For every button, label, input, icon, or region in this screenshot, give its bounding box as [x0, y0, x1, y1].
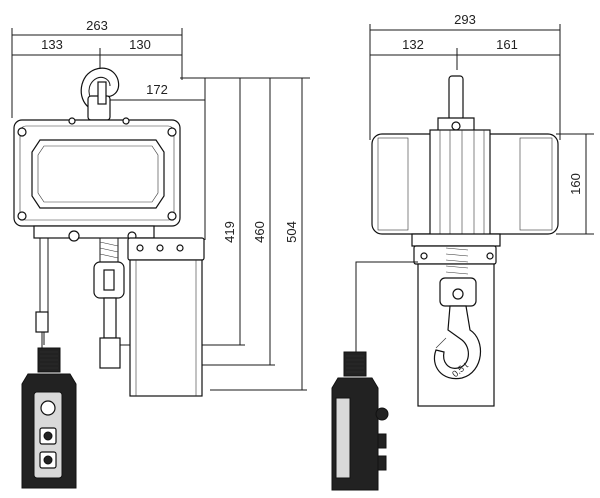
- side-top-hook: [437, 75, 475, 135]
- dim-front-height-504: 504: [284, 221, 299, 243]
- side-top-dimensions: 293 132 161 160: [369, 12, 594, 235]
- dim-front-height-419: 419: [222, 221, 237, 243]
- front-pendant-control: [21, 347, 77, 489]
- pendant-stop-button-icon: [40, 400, 56, 416]
- front-top-dimensions: 263 133 130 172: [11, 18, 206, 240]
- dim-front-height-460: 460: [252, 221, 267, 243]
- side-motor-housing: [371, 129, 559, 247]
- dim-front-total-width: 263: [86, 18, 108, 33]
- front-motor-housing: [13, 117, 181, 242]
- side-pendant-up-button-icon: [377, 433, 387, 449]
- dim-front-hook-offset: 172: [146, 82, 168, 97]
- dim-side-left-width: 132: [402, 37, 424, 52]
- dim-side-total-width: 293: [454, 12, 476, 27]
- front-cable: [35, 238, 49, 348]
- front-top-hook: [80, 67, 120, 121]
- front-chain-bag: [127, 237, 205, 397]
- side-cable: [355, 261, 418, 352]
- side-pendant-stop-button-icon: [375, 407, 389, 421]
- front-chain-and-lower-hook: [93, 237, 125, 369]
- side-pendant-control: [331, 351, 389, 491]
- dim-side-right-width: 161: [496, 37, 518, 52]
- side-pendant-down-button-icon: [377, 455, 387, 471]
- dim-front-left-width: 133: [41, 37, 63, 52]
- dim-front-right-width: 130: [129, 37, 151, 52]
- side-chain-bag-and-hook: 0.5 t: [413, 245, 497, 407]
- dim-side-body-height: 160: [568, 173, 583, 195]
